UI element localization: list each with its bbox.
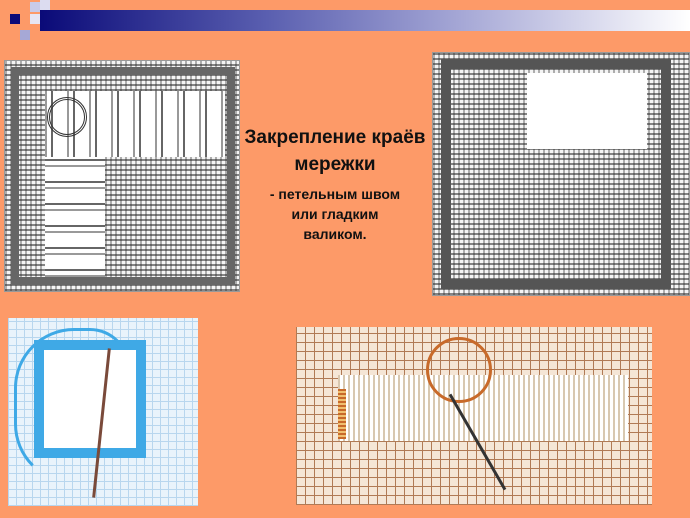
bound-edge [441,59,671,289]
subtitle-line: валиком. [303,226,367,242]
cut-window [527,73,647,149]
illustration-bundled-threads [296,327,652,505]
bound-edge [11,67,235,285]
decor-square [30,2,40,12]
drawn-threads [45,157,105,277]
decor-square [20,30,30,40]
spider-stitch [47,97,87,137]
illustration-needle-blue [8,318,198,506]
illustration-satin-roll-corner [432,52,690,296]
header-gradient-bar [40,10,690,31]
blue-thread [14,328,130,484]
slide-text: Закрепление краёв мережки - петельным шв… [240,124,430,244]
orange-loop-thread [426,337,492,403]
decor-square [10,14,20,24]
subtitle-line: - петельным швом [269,186,401,202]
subtitle-line: или гладким [291,206,379,222]
slide-title: Закрепление краёв мережки [244,127,426,175]
decor-square [30,14,40,24]
stitch-edge [338,389,346,439]
decor-square [40,0,50,10]
illustration-buttonhole-corner [4,60,240,292]
